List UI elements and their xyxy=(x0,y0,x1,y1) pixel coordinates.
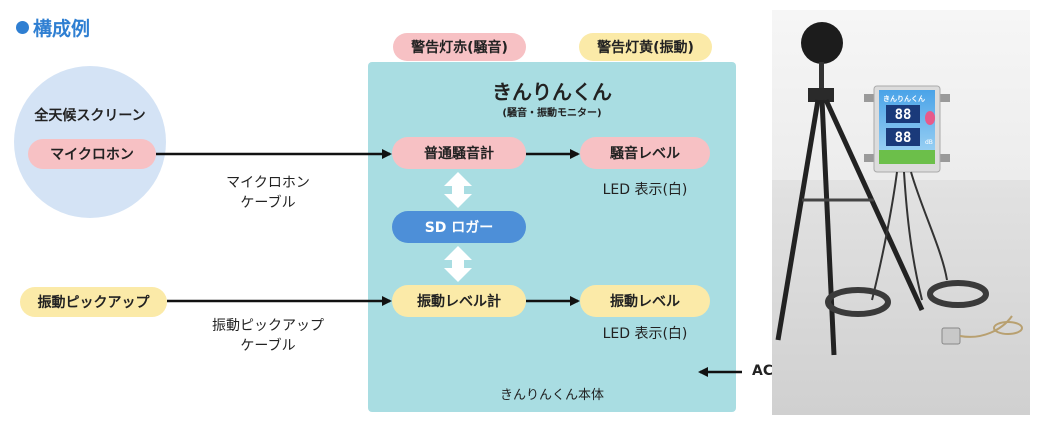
tripod-leg-left xyxy=(775,99,821,341)
warning-light-red: 警告灯赤(騒音) xyxy=(393,33,526,61)
cable-coil-right xyxy=(927,280,989,308)
screen-label: 全天候スクリーン xyxy=(34,108,146,124)
tripod-head xyxy=(808,88,834,102)
cable-1 xyxy=(871,171,898,301)
led-note-vibration: LED 表示(白) xyxy=(602,326,688,342)
sensor-cable-coil xyxy=(993,321,1023,335)
sd-logger-box: SD ロガー xyxy=(392,211,526,243)
vib-cable-line2: ケーブル xyxy=(240,338,296,354)
mic-cable-line1: マイクロホン xyxy=(226,175,310,191)
mic-cable-line2: ケーブル xyxy=(240,195,296,211)
noise-level-box: 騒音レベル xyxy=(580,137,710,169)
main-unit-body-label: きんりんくん本体 xyxy=(499,388,604,403)
vibration-level-box: 振動レベル xyxy=(580,285,710,317)
unit-grass xyxy=(879,150,935,164)
product-photo: きんりんくん 88 dB 88 dB xyxy=(772,10,1030,415)
mic-cable-label: マイクロホン ケーブル xyxy=(208,173,328,213)
unit-digit-panel-bottom xyxy=(886,128,920,146)
windscreen-ball xyxy=(801,22,843,64)
unit-screen-title: きんりんくん xyxy=(883,94,925,103)
section-title-text: 構成例 xyxy=(33,18,91,40)
double-arrow-upper xyxy=(444,172,472,208)
unit-digit-panel-top xyxy=(886,105,920,123)
cable-2 xyxy=(903,171,923,301)
unit-digits-top: 88 xyxy=(895,107,912,123)
main-unit-title: きんりんくん xyxy=(492,80,612,104)
mic-pole xyxy=(819,62,824,92)
tripod-leg-center xyxy=(819,99,837,356)
sensor-cable xyxy=(959,315,1013,338)
vib-cable-line1: 振動ピックアップ xyxy=(212,318,324,334)
bullet-icon xyxy=(16,21,29,34)
noise-meter-box: 普通騒音計 xyxy=(392,137,526,169)
cable-3 xyxy=(910,171,948,281)
warning-light-yellow: 警告灯黄(振動) xyxy=(579,33,712,61)
unit-digits-bottom: 88 xyxy=(895,130,912,146)
photo-floor xyxy=(772,180,1030,415)
microphone-box: マイクロホン xyxy=(28,139,156,169)
unit-balloon xyxy=(925,111,935,125)
tripod-leg-right xyxy=(823,98,925,312)
vib-cable-label: 振動ピックアップ ケーブル xyxy=(196,316,340,356)
cable-coil-left xyxy=(825,287,891,317)
vibration-meter-box: 振動レベル計 xyxy=(392,285,526,317)
vibration-sensor xyxy=(941,327,961,345)
section-title: 構成例 xyxy=(16,14,90,41)
double-arrow-lower xyxy=(444,246,472,282)
vibration-pickup-box: 振動ピックアップ xyxy=(20,287,167,317)
led-note-noise: LED 表示(白) xyxy=(602,182,688,198)
unit-label-bottom: dB xyxy=(925,139,933,146)
main-unit-subtitle: (騒音・振動モニター) xyxy=(502,108,602,119)
